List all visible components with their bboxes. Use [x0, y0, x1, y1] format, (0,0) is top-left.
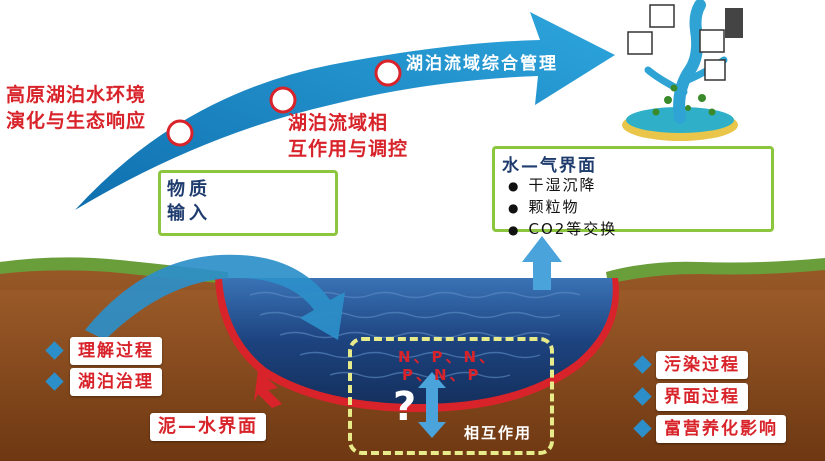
big-curved-arrow [75, 12, 615, 210]
nutrients-line-2: P、N、P [402, 366, 482, 384]
integrated-management-label: 湖泊流域综合管理 [406, 54, 558, 74]
milestone-circle-1 [166, 119, 194, 147]
milestone-circle-3 [374, 59, 402, 87]
water-air-list: 干湿沉降 颗粒物 CO2等交换 [508, 174, 617, 240]
interaction-double-arrow [418, 372, 446, 438]
water-air-item-1: 干湿沉降 [508, 174, 617, 196]
milestone-circle-2 [269, 86, 297, 114]
material-input-line-2: 输入 [167, 203, 211, 224]
water-air-item-2: 颗粒物 [508, 196, 617, 218]
lake-governance-pill: 湖泊治理 [70, 368, 162, 396]
material-input-label: 物质 输入 [167, 178, 211, 226]
management-illustration [622, 0, 743, 141]
material-input-line-1: 物质 [167, 179, 211, 200]
interface-process-pill: 界面过程 [656, 383, 748, 411]
water-air-title: 水—气界面 [502, 156, 597, 176]
mud-water-interface-pill: 泥—水界面 [150, 413, 266, 441]
evolution-title-line-1: 高原湖泊水环境 [6, 84, 147, 106]
interaction-regulation-line-2: 互作用与调控 [288, 138, 409, 160]
evolution-title-line-2: 演化与生态响应 [6, 110, 147, 132]
understand-process-pill: 理解过程 [70, 337, 162, 365]
pollution-process-pill: 污染过程 [656, 351, 748, 379]
red-arrow [254, 370, 282, 408]
material-input-box [158, 170, 338, 236]
question-mark: ? [393, 384, 417, 430]
evolution-title: 高原湖泊水环境 演化与生态响应 [6, 82, 146, 134]
sediment-interaction-box [348, 337, 554, 455]
interaction-regulation-label: 湖泊流域相 互作用与调控 [288, 110, 408, 162]
water-air-item-3: CO2等交换 [508, 218, 617, 240]
nutrients-line-1: N、P、N、 [398, 348, 498, 366]
up-arrow [522, 236, 562, 290]
grass-right [606, 258, 825, 284]
interaction-regulation-line-1: 湖泊流域相 [288, 112, 389, 134]
eutrophication-impact-pill: 富营养化影响 [656, 415, 786, 443]
interaction-label: 相互作用 [464, 424, 533, 442]
input-curved-arrow [85, 254, 345, 340]
